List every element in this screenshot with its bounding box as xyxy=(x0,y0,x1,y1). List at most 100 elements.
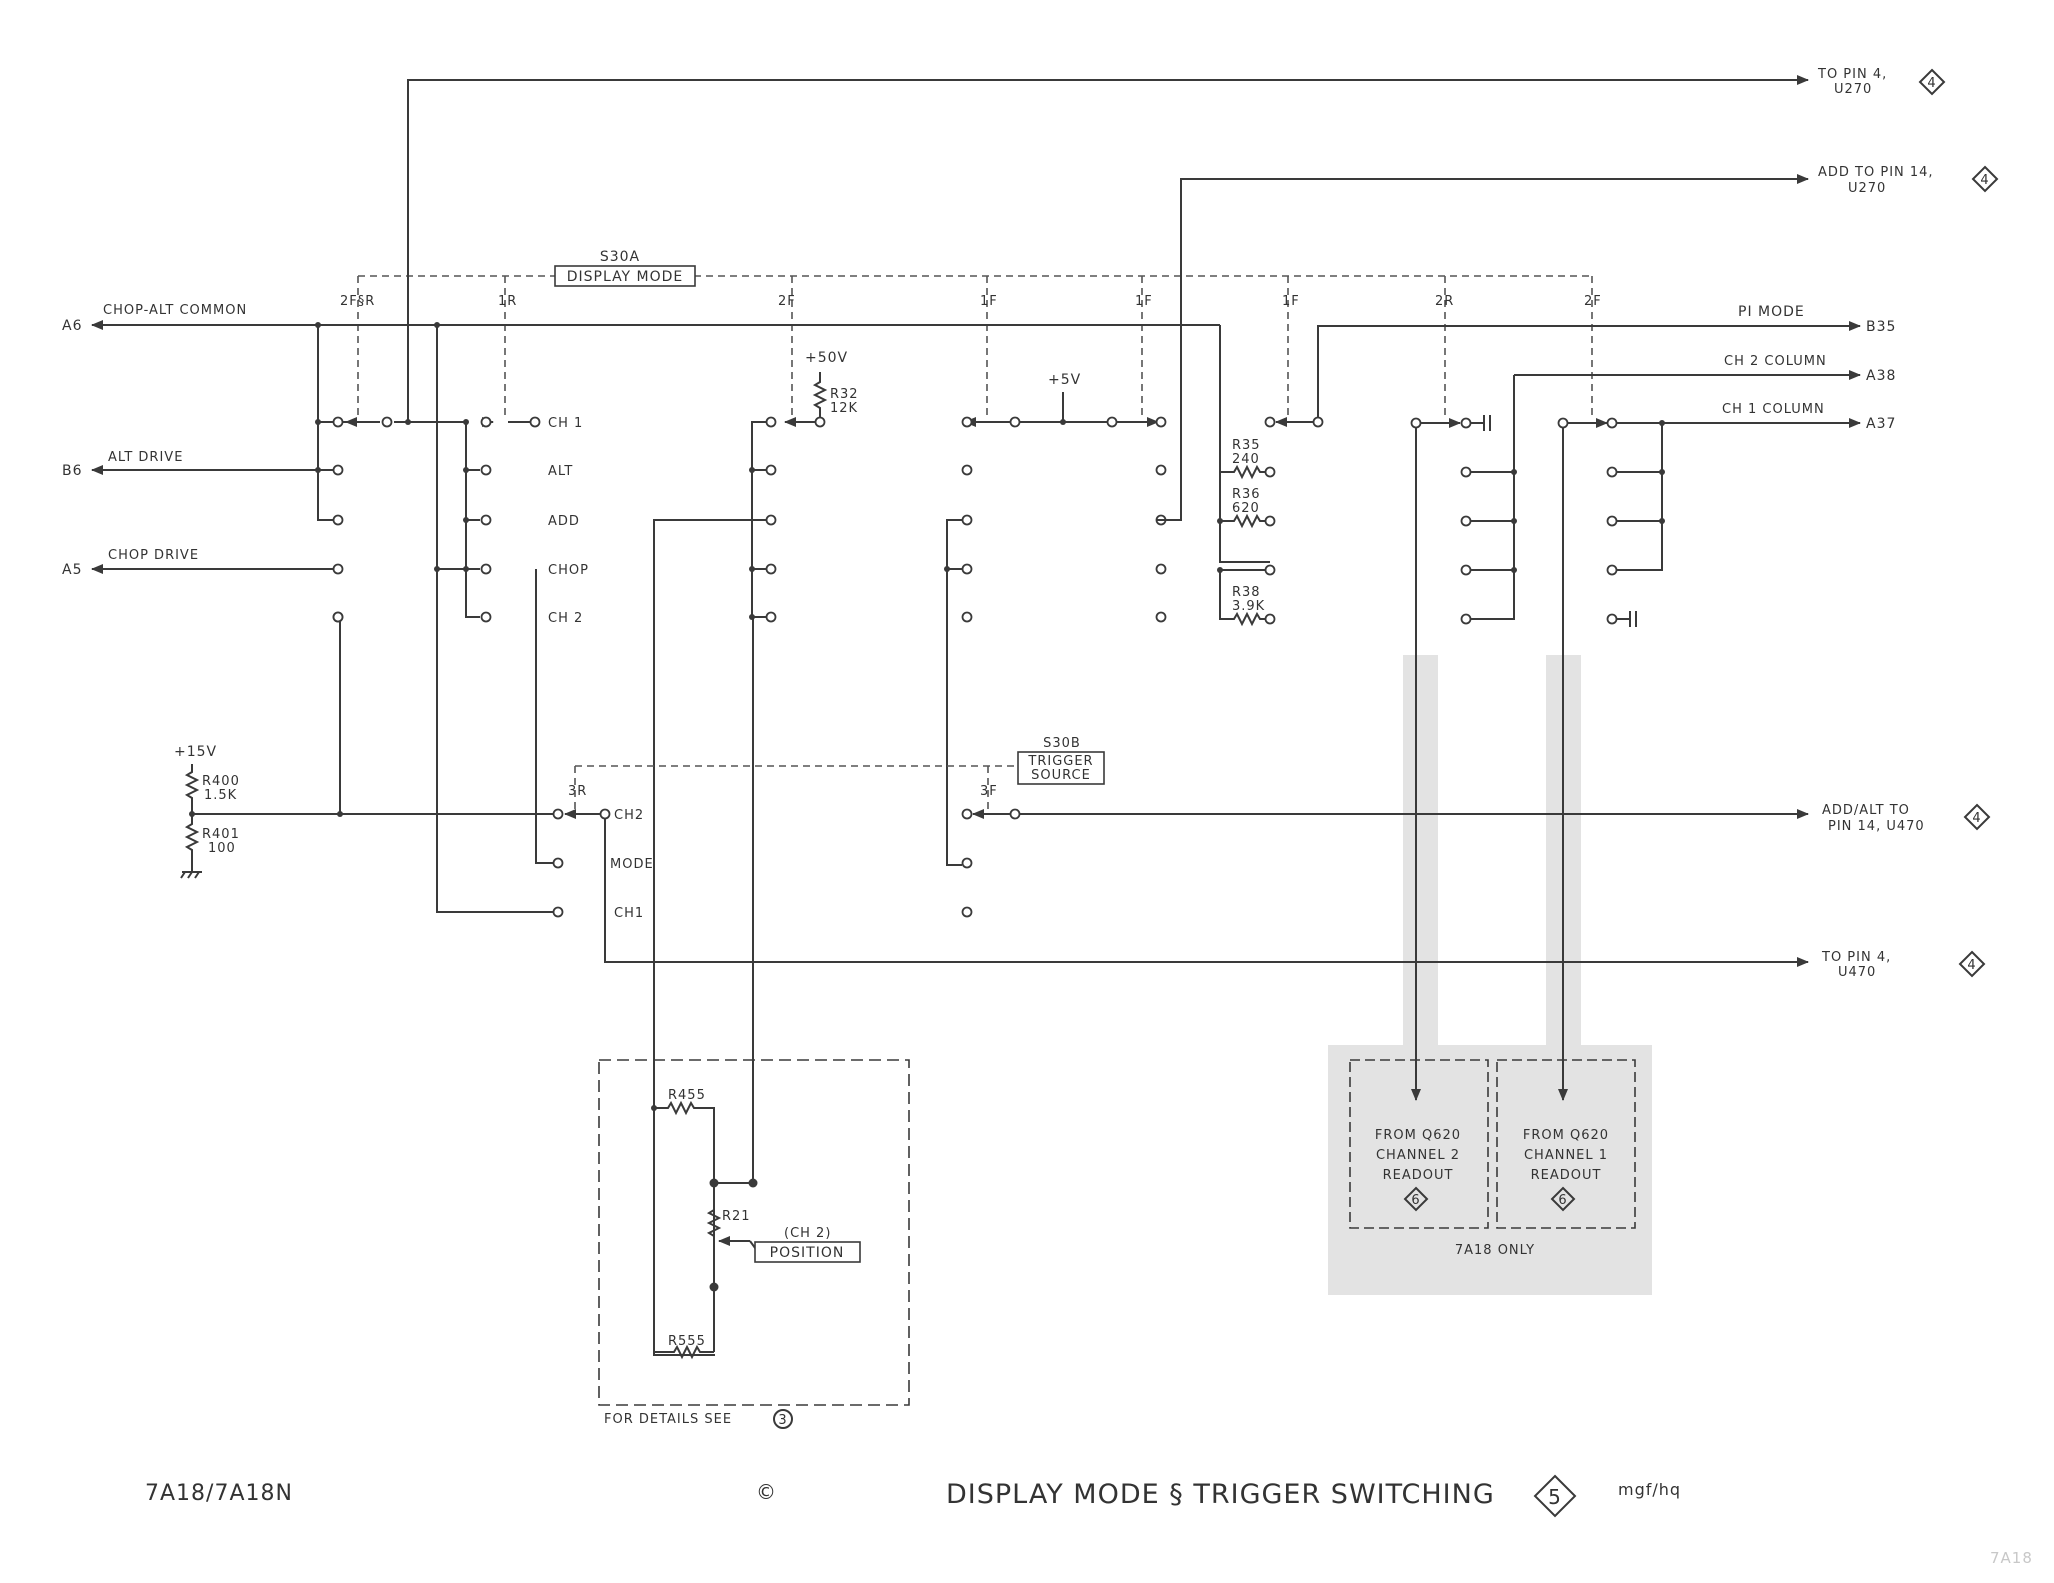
s30b-ref: S30B xyxy=(1043,736,1081,751)
s30b-box: TRIGGER SOURCE S30B xyxy=(1017,736,1105,785)
details-ref: 3 xyxy=(778,1413,787,1428)
r38-value: 3.9K xyxy=(1232,599,1265,614)
footer: 7A18/7A18N © DISPLAY MODE § TRIGGER SWIT… xyxy=(145,1474,2033,1567)
wire-to-u270-pin4 xyxy=(407,75,1809,422)
wafer-label: 1F xyxy=(980,294,998,309)
readout-ch1-line2: CHANNEL 1 xyxy=(1524,1148,1608,1163)
pos-alt: ALT xyxy=(548,464,573,479)
pos-ch1: CH 1 xyxy=(548,416,583,431)
wafer-6: R35 240 R36 620 R38 3.9K xyxy=(1217,321,1861,627)
offsheet-3-ref: 4 xyxy=(1972,811,1981,826)
wafer-1-contacts xyxy=(315,322,408,623)
offsheet-2-ref: 4 xyxy=(1980,173,1989,188)
r401-ref: R401 xyxy=(202,827,240,842)
pin-a6: A6 xyxy=(62,318,82,334)
r400-value: 1.5K xyxy=(204,788,237,803)
r35-ref: R35 xyxy=(1232,438,1261,453)
r400-ref: R400 xyxy=(202,774,240,789)
trig-pos-ch2: CH2 xyxy=(614,808,644,823)
pin-b35: B35 xyxy=(1866,319,1896,335)
wafer-3: +50V R32 12K xyxy=(653,350,859,1356)
r35-value: 240 xyxy=(1232,452,1260,467)
offsheet-1-line1: TO PIN 4, xyxy=(1817,67,1887,82)
position-label: POSITION xyxy=(770,1245,845,1261)
label-chop-alt-common: CHOP-ALT COMMON xyxy=(103,303,247,318)
wafer-label: 3R xyxy=(568,784,587,799)
readout-ch1-ref: 6 xyxy=(1558,1193,1567,1208)
offsheet-3-line2: PIN 14, U470 xyxy=(1828,819,1925,834)
diagram-number: 5 xyxy=(1548,1485,1562,1509)
trig-pos-ch1: CH1 xyxy=(614,906,644,921)
s30a-name: DISPLAY MODE xyxy=(567,269,684,285)
s30a-actuator xyxy=(357,275,1593,420)
wafer-7 xyxy=(1410,370,1861,1101)
s30a-ref: S30A xyxy=(600,249,640,265)
readout-ch2-line2: CHANNEL 2 xyxy=(1376,1148,1460,1163)
readout-ch2-ref: 6 xyxy=(1411,1193,1420,1208)
wafer-label: 1R xyxy=(498,294,517,309)
r455-ref: R455 xyxy=(668,1088,706,1103)
pos-chop: CHOP xyxy=(548,563,589,578)
offsheet-1-line2: U270 xyxy=(1834,82,1872,97)
details-text: FOR DETAILS SEE xyxy=(604,1412,732,1427)
position-channel: (CH 2) xyxy=(784,1226,831,1241)
wafer-label: 3F xyxy=(980,784,998,799)
supply-15v: +15V xyxy=(174,744,217,760)
s30b-wafer-3f xyxy=(961,808,1809,918)
r21-ref: R21 xyxy=(722,1209,751,1224)
supply-50v: +50V xyxy=(805,350,848,366)
label-ch1-column: CH 1 COLUMN xyxy=(1722,402,1825,417)
r555-ref: R555 xyxy=(668,1334,706,1349)
wafer-labels: 2F§R 1R 2F 1F 1F 1F 2R 2F 3R 3F xyxy=(340,294,1601,799)
readout-ch2-line1: FROM Q620 xyxy=(1375,1128,1461,1143)
offsheet-4-line2: U470 xyxy=(1838,965,1876,980)
wafer-label: 1F xyxy=(1135,294,1153,309)
pos-ch2: CH 2 xyxy=(548,611,583,626)
readout-ch2-line3: READOUT xyxy=(1383,1168,1454,1183)
r36-value: 620 xyxy=(1232,501,1260,516)
r32-ref: R32 xyxy=(830,387,859,402)
position-labels: CH 1 ALT ADD CHOP CH 2 xyxy=(548,416,589,626)
readout-shading xyxy=(1328,655,1652,1295)
readout-ch1-line3: READOUT xyxy=(1531,1168,1602,1183)
s30b-wafer-3r: CH2 MODE CH1 xyxy=(437,569,1809,967)
s30b-name-1: TRIGGER xyxy=(1027,754,1093,769)
page-tag: 7A18 xyxy=(1990,1549,2033,1567)
r401-value: 100 xyxy=(208,841,236,856)
label-ch2-column: CH 2 COLUMN xyxy=(1724,354,1827,369)
right-connections: PI MODE B35 CH 2 COLUMN A38 CH 1 COLUMN … xyxy=(1722,304,1896,432)
wafer-label: 2R xyxy=(1435,294,1454,309)
pin-a38: A38 xyxy=(1866,368,1896,384)
left-pins: A6 CHOP-ALT COMMON B6 ALT DRIVE A5 CHOP … xyxy=(62,303,247,578)
wafer-2-contacts xyxy=(408,322,541,623)
position-control: R455 R555 R21 (CH 2) POSITION FOR DETAIL… xyxy=(598,1059,910,1429)
left-wiring xyxy=(91,320,1270,913)
wafer-5 xyxy=(1155,174,1809,623)
offsheet-4-line1: TO PIN 4, xyxy=(1821,950,1891,965)
readout-boxes: FROM Q620 CHANNEL 2 READOUT 6 FROM Q620 … xyxy=(1349,1059,1636,1258)
s30a-box: DISPLAY MODE S30A xyxy=(554,249,696,287)
s30b-name-2: SOURCE xyxy=(1031,768,1091,783)
drafter-initials: mgf/hq xyxy=(1618,1480,1681,1499)
r36-ref: R36 xyxy=(1232,487,1261,502)
wafer-4: +5V xyxy=(944,372,1167,866)
offsheet-2-line1: ADD TO PIN 14, xyxy=(1818,165,1934,180)
divider-15v: +15V R400 1.5K R401 100 xyxy=(174,611,556,879)
pin-b6: B6 xyxy=(62,463,83,479)
s30b-actuator xyxy=(574,765,1018,812)
pos-add: ADD xyxy=(548,514,580,529)
off-sheet-refs: TO PIN 4, U270 4 ADD TO PIN 14, U270 4 A… xyxy=(1817,67,1999,980)
trig-pos-mode: MODE xyxy=(610,857,654,872)
readout-ch1-line1: FROM Q620 xyxy=(1523,1128,1609,1143)
r38-ref: R38 xyxy=(1232,585,1261,600)
r32-value: 12K xyxy=(830,401,858,416)
label-chop-drive: CHOP DRIVE xyxy=(108,548,199,563)
diagram-title: DISPLAY MODE § TRIGGER SWITCHING xyxy=(946,1479,1495,1510)
wafer-label: 1F xyxy=(1282,294,1300,309)
pin-a5: A5 xyxy=(62,562,82,578)
offsheet-1-ref: 4 xyxy=(1927,76,1936,91)
copyright-mark: © xyxy=(756,1480,777,1504)
offsheet-4-ref: 4 xyxy=(1967,958,1976,973)
offsheet-2-line2: U270 xyxy=(1848,181,1886,196)
